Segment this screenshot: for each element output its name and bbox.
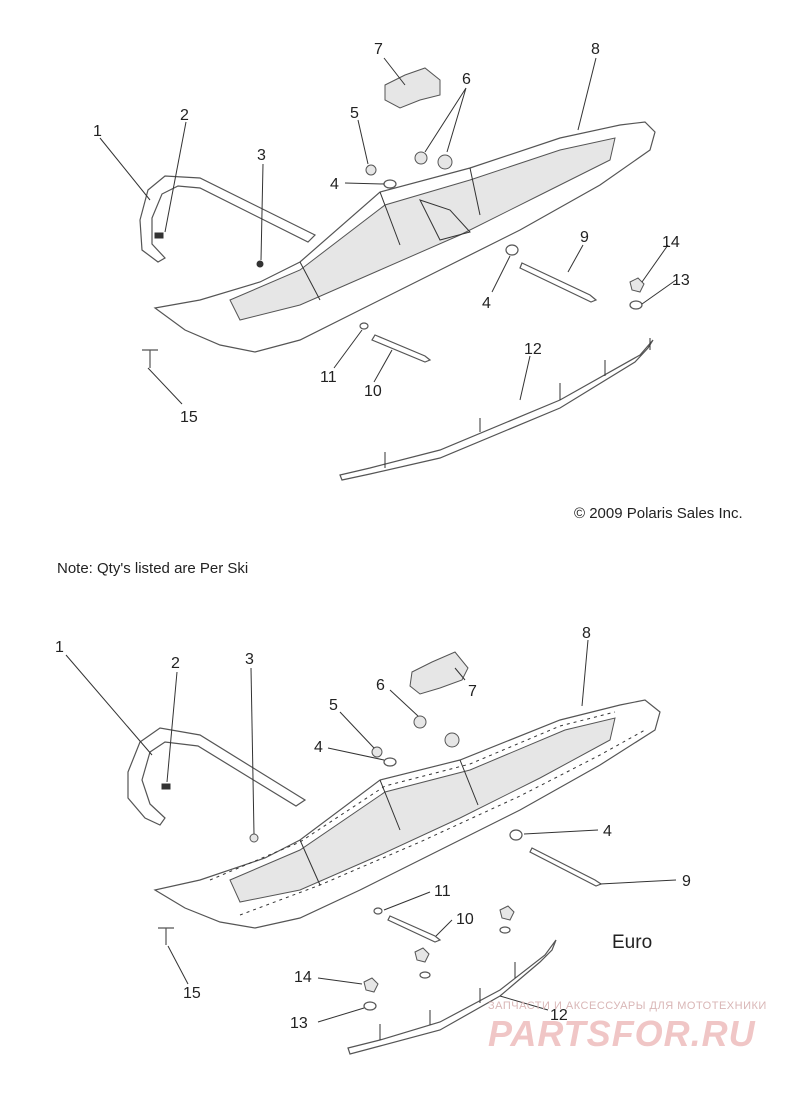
bottom-callout-10: 10 [456,911,474,928]
top-callout-10: 10 [364,383,382,400]
bottom-callout-9: 9 [682,873,691,890]
bottom-callout-14: 14 [294,969,312,986]
top-callout-15: 15 [180,409,198,426]
quantity-note: Note: Qty's listed are Per Ski [57,560,249,577]
top-part-7 [384,67,441,109]
top-callout-12: 12 [524,341,542,358]
top-callout-14: 14 [662,234,680,251]
top-leader-lines [99,57,677,405]
bottom-callout-12: 12 [550,1007,568,1024]
top-callout-4b: 4 [482,295,491,312]
bottom-callout-4b: 4 [603,823,612,840]
bottom-bolt-9 [529,847,603,887]
bottom-callout-6: 6 [376,677,385,694]
top-callout-9: 9 [580,229,589,246]
top-callout-4a: 4 [330,176,339,193]
top-callout-3: 3 [257,147,266,164]
bottom-callout-13: 13 [290,1015,308,1032]
top-handle [139,175,317,263]
bottom-callout-5: 5 [329,697,338,714]
bottom-callout-4a: 4 [314,739,323,756]
bottom-wearbar-12 [347,939,557,1055]
top-callout-2: 2 [180,107,189,124]
top-callout-labels: 1 2 3 4 5 6 7 8 9 4 14 13 11 10 12 15 [93,41,690,426]
bottom-callout-8: 8 [582,625,591,642]
euro-label: Euro [612,932,653,953]
bottom-callout-2: 2 [171,655,180,672]
top-callout-5: 5 [350,105,359,122]
top-callout-8: 8 [591,41,600,58]
top-callout-7: 7 [374,41,383,58]
copyright-text: © 2009 Polaris Sales Inc. [574,505,743,522]
bottom-callout-labels: 1 2 3 5 6 7 8 4 4 9 11 10 14 13 12 15 [55,625,691,1032]
bottom-callout-7: 7 [468,683,477,700]
bottom-callout-11: 11 [434,883,451,900]
bottom-handle [127,727,307,826]
top-callout-11: 11 [320,369,337,386]
bottom-ski-assembly [127,651,661,1055]
bottom-callout-3: 3 [245,651,254,668]
bottom-leader-lines [65,639,677,1023]
top-bolt-9 [519,262,598,303]
bottom-callout-1: 1 [55,639,64,656]
top-ski-assembly [139,67,656,481]
top-callout-1: 1 [93,123,102,140]
bottom-callout-15: 15 [183,985,201,1002]
top-callout-13: 13 [672,272,690,289]
top-callout-6: 6 [462,71,471,88]
watermark-tagline: ЗАПЧАСТИ И АКСЕССУАРЫ ДЛЯ МОТОТЕХНИКИ [488,1000,767,1012]
bottom-part-7 [409,651,469,695]
watermark-logo: PARTSFOR.RU [488,1013,756,1054]
top-wearbar-12 [339,339,654,481]
